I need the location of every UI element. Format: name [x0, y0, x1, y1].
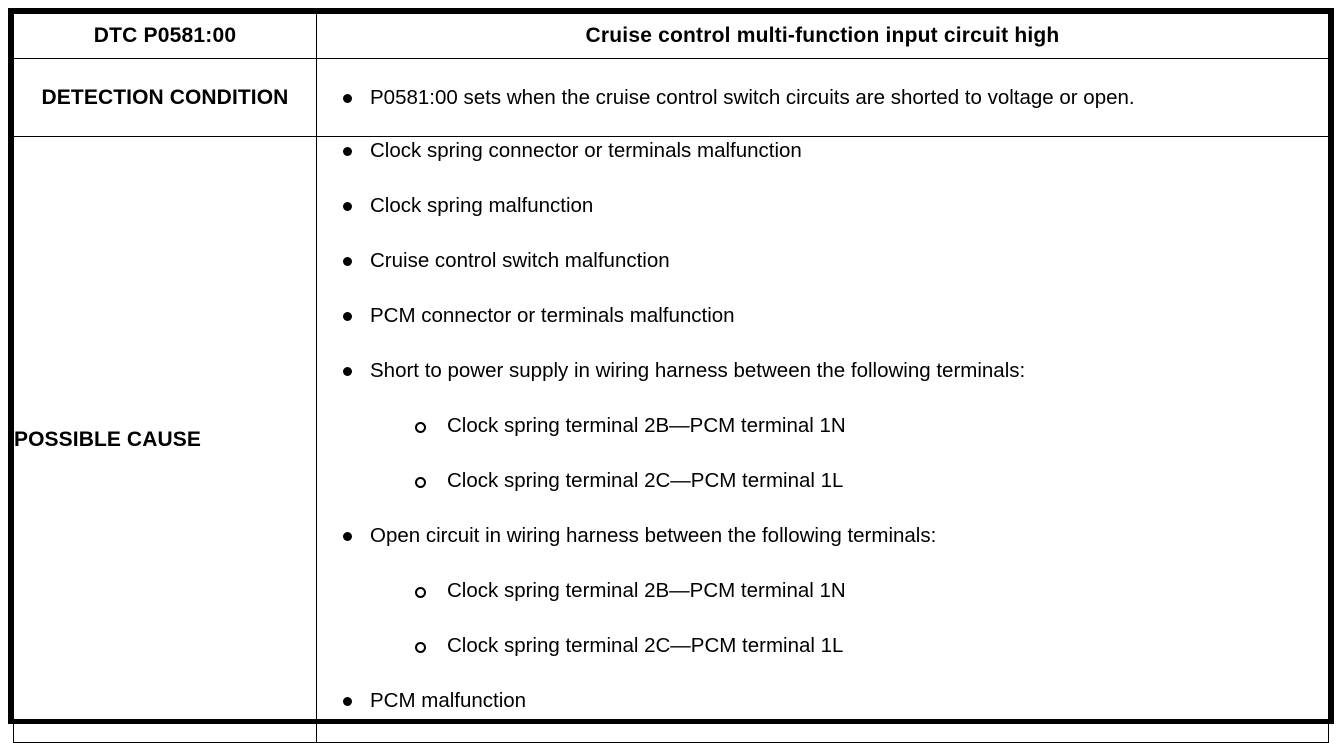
row-label-detection-condition: DETECTION CONDITION [13, 58, 317, 137]
sub-list-item-label: Clock spring terminal 2B—PCM terminal 1N [447, 414, 846, 437]
list-item-label: Clock spring malfunction [370, 194, 594, 217]
sub-list-item-label: Clock spring terminal 2C—PCM terminal 1L [447, 634, 844, 657]
sub-list-item: Clock spring terminal 2B—PCM terminal 1N [370, 577, 1310, 632]
dtc-title-cell: Cruise control multi-function input circ… [316, 13, 1329, 59]
sub-list-item: Clock spring terminal 2C—PCM terminal 1L [370, 632, 1310, 687]
list-item: Short to power supply in wiring harness … [317, 357, 1328, 522]
list-item-label: PCM malfunction [370, 689, 527, 712]
bullet-dot-icon [343, 147, 352, 156]
dtc-table-grid: DTC P0581:00 Cruise control multi-functi… [13, 13, 1329, 743]
sub-list: Clock spring terminal 2B—PCM terminal 1N… [370, 412, 1310, 522]
list-item: PCM malfunction [317, 687, 1328, 742]
bullet-circle-icon [415, 587, 426, 598]
table-row-detection-condition: DETECTION CONDITION P0581:00 sets when t… [13, 58, 1329, 137]
bullet-dot-icon [343, 93, 352, 103]
list-item-label: PCM connector or terminals malfunction [370, 304, 735, 327]
sub-list: Clock spring terminal 2B—PCM terminal 1N… [370, 577, 1310, 687]
list-item-label: Cruise control switch malfunction [370, 249, 670, 272]
possible-cause-content: Clock spring connector or terminals malf… [316, 136, 1329, 743]
bullet-dot-icon [343, 367, 352, 376]
list-item: Cruise control switch malfunction [317, 247, 1328, 302]
table-row-header: DTC P0581:00 Cruise control multi-functi… [13, 13, 1329, 59]
list-item-label: P0581:00 sets when the cruise control sw… [370, 85, 1135, 109]
dtc-code-cell: DTC P0581:00 [13, 13, 317, 59]
possible-cause-list: Clock spring connector or terminals malf… [317, 137, 1328, 742]
row-label-possible-cause: POSSIBLE CAUSE [13, 136, 317, 743]
list-item-label: Clock spring connector or terminals malf… [370, 139, 802, 162]
list-item-label: Open circuit in wiring harness between t… [370, 524, 937, 547]
dtc-table: DTC P0581:00 Cruise control multi-functi… [8, 8, 1334, 743]
sub-list-item: Clock spring terminal 2B—PCM terminal 1N [370, 412, 1310, 467]
bullet-circle-icon [415, 422, 426, 433]
bullet-dot-icon [343, 532, 352, 541]
bullet-circle-icon [415, 642, 426, 653]
list-item: Open circuit in wiring harness between t… [317, 522, 1328, 687]
sub-list-item-label: Clock spring terminal 2B—PCM terminal 1N [447, 579, 846, 602]
list-item: Clock spring connector or terminals malf… [317, 137, 1328, 192]
table-row-possible-cause: POSSIBLE CAUSE Clock spring connector or… [13, 136, 1329, 743]
list-item: P0581:00 sets when the cruise control sw… [317, 84, 1328, 112]
bullet-dot-icon [343, 257, 352, 266]
bullet-dot-icon [343, 697, 352, 706]
bullet-dot-icon [343, 312, 352, 321]
list-item-label: Short to power supply in wiring harness … [370, 359, 1026, 382]
bullet-dot-icon [343, 202, 352, 211]
detection-condition-list: P0581:00 sets when the cruise control sw… [317, 84, 1328, 112]
list-item: PCM connector or terminals malfunction [317, 302, 1328, 357]
list-item: Clock spring malfunction [317, 192, 1328, 247]
bullet-circle-icon [415, 477, 426, 488]
sub-list-item-label: Clock spring terminal 2C—PCM terminal 1L [447, 469, 844, 492]
detection-condition-content: P0581:00 sets when the cruise control sw… [316, 58, 1329, 137]
sub-list-item: Clock spring terminal 2C—PCM terminal 1L [370, 467, 1310, 522]
